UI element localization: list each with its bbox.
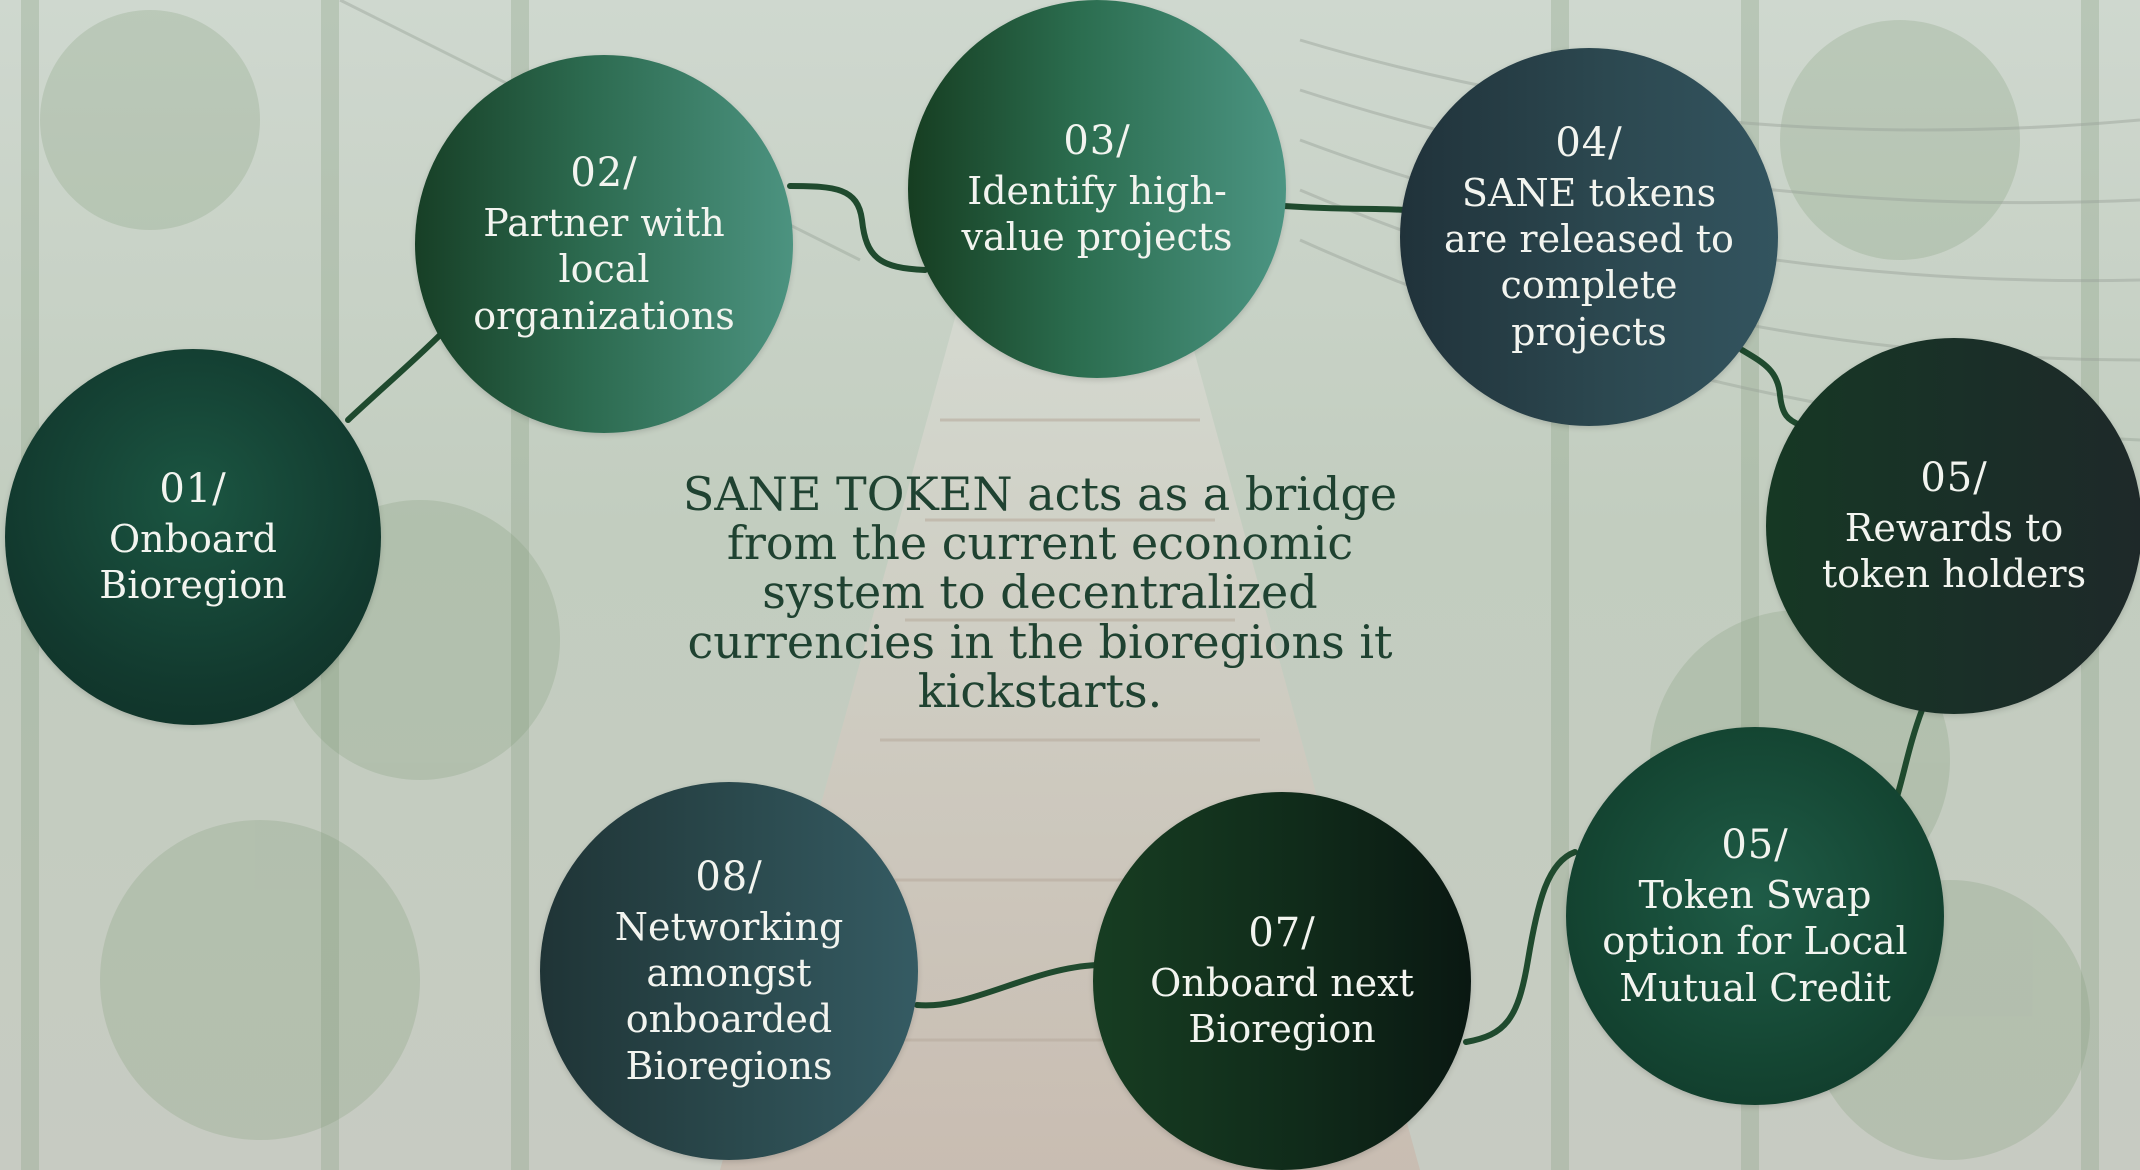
- step-label: Token Swap option for Local Mutual Credi…: [1602, 872, 1908, 1010]
- center-description: SANE TOKEN acts as a bridge from the cur…: [682, 467, 1398, 718]
- step-label: Networking amongst onboarded Bioregions: [614, 904, 844, 1088]
- step-number: 07/: [1248, 910, 1316, 957]
- step-08-node: 08/ Networking amongst onboarded Bioregi…: [540, 782, 918, 1160]
- step-05-rewards-node: 05/ Rewards to token holders: [1766, 338, 2140, 714]
- step-03-node: 03/ Identify high-value projects: [908, 0, 1286, 378]
- connector-06-07: [1463, 849, 1578, 1045]
- step-05-token-swap-node: 05/ Token Swap option for Local Mutual C…: [1566, 727, 1944, 1105]
- step-label: Partner with local organizations: [473, 200, 735, 338]
- step-label: SANE tokens are released to complete pro…: [1444, 170, 1734, 354]
- step-number: 01/: [159, 466, 227, 513]
- step-label: Identify high-value projects: [961, 169, 1233, 260]
- step-07-node: 07/ Onboard next Bioregion: [1093, 792, 1471, 1170]
- step-number: 05/: [1721, 822, 1789, 869]
- step-04-node: 04/ SANE tokens are released to complete…: [1400, 48, 1778, 426]
- step-number: 03/: [1063, 118, 1131, 165]
- step-number: 08/: [695, 853, 763, 900]
- connector-07-08: [914, 962, 1100, 1009]
- step-number: 02/: [570, 150, 638, 197]
- connector-04-05: [1739, 347, 1803, 428]
- step-number: 04/: [1555, 119, 1623, 166]
- step-number: 05/: [1920, 455, 1988, 502]
- step-label: Onboard next Bioregion: [1150, 961, 1414, 1052]
- step-label: Onboard Bioregion: [99, 517, 287, 608]
- step-01-node: 01/ Onboard Bioregion: [5, 349, 381, 725]
- step-label: Rewards to token holders: [1821, 506, 2087, 597]
- connector-02-03: [787, 183, 928, 273]
- step-02-node: 02/ Partner with local organizations: [415, 55, 793, 433]
- connector-01-02: [345, 332, 443, 423]
